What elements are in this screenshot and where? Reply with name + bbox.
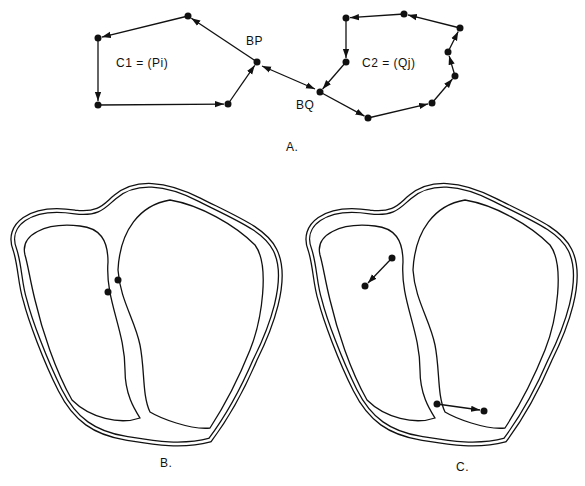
vertex-dot (95, 35, 102, 42)
polygon-edge (102, 16, 188, 37)
polygon-edge (97, 38, 98, 101)
polygon-edge (345, 18, 346, 58)
vertex-dot (343, 59, 350, 66)
vertex-dot (457, 25, 464, 32)
vertex-dot (429, 100, 436, 107)
contour-label: C2 = (Qj) (362, 56, 416, 70)
point-label: BQ (296, 98, 314, 112)
polygon-edge (350, 14, 404, 18)
vertex-dot (401, 11, 408, 18)
polygon-edge (323, 62, 346, 89)
contour-label: C1 = (Pi) (116, 56, 168, 70)
panel-label: A. (286, 140, 298, 154)
panel-label: B. (160, 456, 172, 470)
vertex-dot (343, 15, 350, 22)
polygon-edge (320, 92, 364, 116)
polygon-edge (98, 103, 224, 105)
vertex-dot (254, 59, 261, 66)
point-label: BP (246, 34, 263, 48)
vertex-dot (95, 102, 102, 109)
vertex-dot (365, 115, 372, 122)
vertex-dot (317, 89, 324, 96)
vertex-dot (452, 73, 459, 80)
polygon-edge (368, 104, 428, 118)
polygon-edge (432, 79, 452, 103)
vertex-dot (185, 13, 192, 20)
panel-label: C. (456, 460, 469, 474)
vertex-dot (225, 101, 232, 108)
vertex-dot (445, 49, 452, 56)
polygon-edge (228, 65, 255, 104)
polygon-edge (408, 15, 460, 28)
